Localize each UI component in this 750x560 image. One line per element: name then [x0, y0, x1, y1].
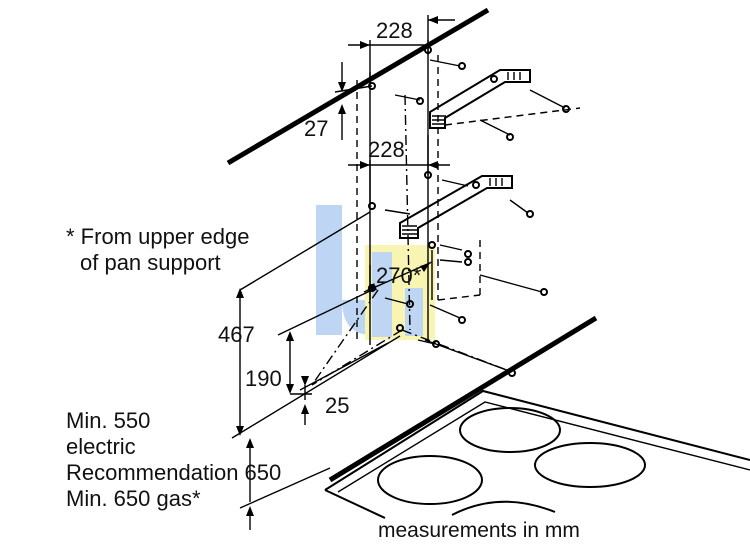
- hob-zone-3: [534, 442, 646, 488]
- dim-height-total-label: 467: [218, 322, 255, 347]
- dim-offset-bottom: 25: [301, 376, 349, 425]
- dim-top-width: 228: [348, 15, 455, 85]
- note-min-3: Recommendation 650: [66, 460, 281, 485]
- dim-top-offset-label: 27: [304, 116, 328, 141]
- note-min-2: electric: [66, 434, 136, 459]
- ceiling-line: [226, 7, 490, 166]
- dim-offset-bottom-label: 25: [325, 393, 349, 418]
- dim-height-lower-label: 190: [245, 366, 282, 391]
- hob-zone-1: [459, 407, 561, 453]
- dim-angle-label: 270*: [376, 263, 422, 288]
- hob-zone-4: [451, 500, 556, 516]
- dim-top-width-label: 228: [376, 18, 413, 43]
- worktop-line: [328, 315, 598, 483]
- dim-height-total: 467: [218, 211, 401, 439]
- dim-top-offset: 27: [304, 62, 373, 141]
- dim-mid-width: 228: [348, 135, 450, 205]
- upper-bracket: [368, 46, 581, 141]
- hob: [324, 389, 750, 519]
- note-upper-edge-1: * From upper edge: [66, 224, 249, 249]
- note-min-4: Min. 650 gas*: [66, 486, 201, 511]
- dim-height-lower: 190: [245, 289, 389, 395]
- dim-mid-width-label: 228: [368, 137, 405, 162]
- middle-bracket: [368, 171, 534, 239]
- note-min-1: Min. 550: [66, 408, 150, 433]
- units-note: measurements in mm: [378, 519, 580, 542]
- dim-min-height: [239, 438, 331, 530]
- hob-zone-2: [377, 455, 483, 505]
- note-upper-edge-2: of pan support: [80, 250, 221, 275]
- dim-angle: 270*: [363, 250, 433, 300]
